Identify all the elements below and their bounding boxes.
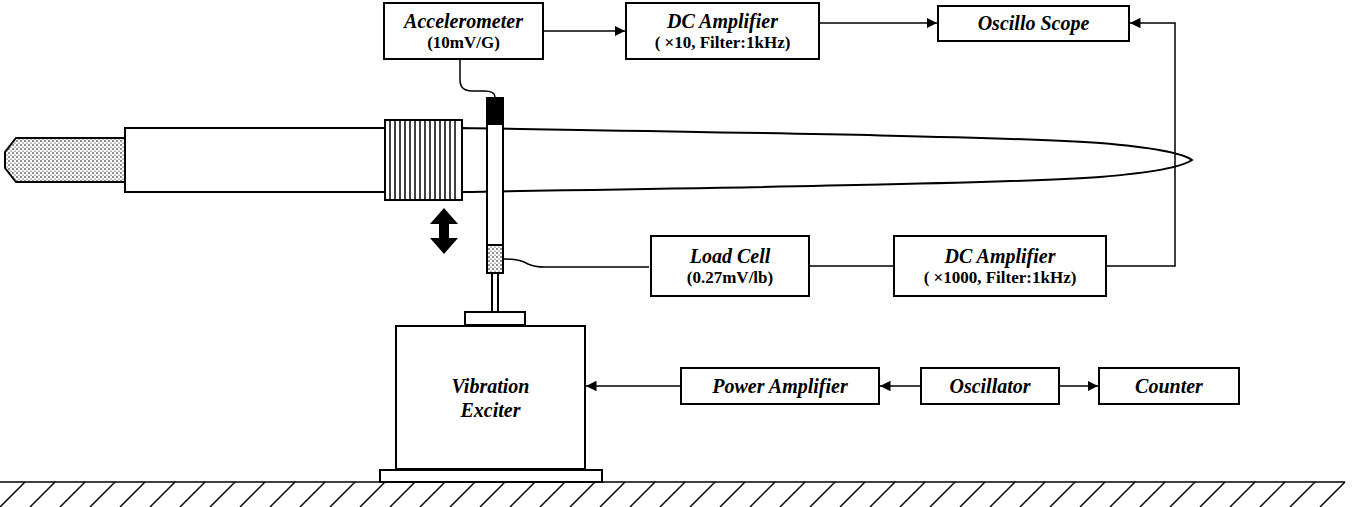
signal-line <box>820 22 937 24</box>
box-title: Load Cell <box>690 244 771 268</box>
signal-line <box>1060 385 1098 387</box>
base-plate <box>380 470 602 482</box>
counter-box: Counter <box>1098 367 1240 405</box>
signal-line <box>544 30 625 32</box>
accelerometer-sensor <box>487 98 503 245</box>
oscillator-box: Oscillator <box>920 367 1060 405</box>
sensor-box: Accelerometer(10mV/G) <box>383 2 544 60</box>
box-title: Accelerometer <box>404 9 523 33</box>
box-title: DC Amplifier <box>945 244 1056 268</box>
box-title: Power Amplifier <box>712 374 847 398</box>
oscilloscope-box: Oscillo Scope <box>937 5 1130 42</box>
box-detail: (10mV/G) <box>427 33 500 53</box>
signal-line <box>586 385 680 387</box>
sensor-wire <box>460 59 495 97</box>
box-title: Counter <box>1135 374 1203 398</box>
signal-line <box>1107 23 1175 266</box>
box-detail: ( ×1000, Filter:1kHz) <box>924 268 1077 288</box>
hatched-wrap <box>390 121 455 199</box>
signal-line <box>880 385 920 387</box>
amplifier-box: Power Amplifier <box>680 367 880 405</box>
load-cell-sensor <box>465 245 525 325</box>
blade <box>5 120 1192 200</box>
box-title: Oscillator <box>949 374 1030 398</box>
amplifier-box: DC Amplifier( ×1000, Filter:1kHz) <box>893 235 1107 297</box>
exciter-box: Vibration Exciter <box>395 325 586 470</box>
excitation-arrow <box>430 208 458 254</box>
signal-line <box>810 265 893 267</box>
box-detail: (0.27mV/lb) <box>687 268 773 288</box>
sensor-box: Load Cell(0.27mV/lb) <box>650 235 810 297</box>
box-title: Vibration Exciter <box>436 374 546 422</box>
ground-hatch <box>0 482 1345 507</box>
box-detail: ( ×10, Filter:1kHz) <box>655 33 791 53</box>
box-title: DC Amplifier <box>667 9 778 33</box>
box-title: Oscillo Scope <box>978 11 1090 35</box>
sensor-wire <box>504 259 649 267</box>
amplifier-box: DC Amplifier( ×10, Filter:1kHz) <box>625 2 820 60</box>
